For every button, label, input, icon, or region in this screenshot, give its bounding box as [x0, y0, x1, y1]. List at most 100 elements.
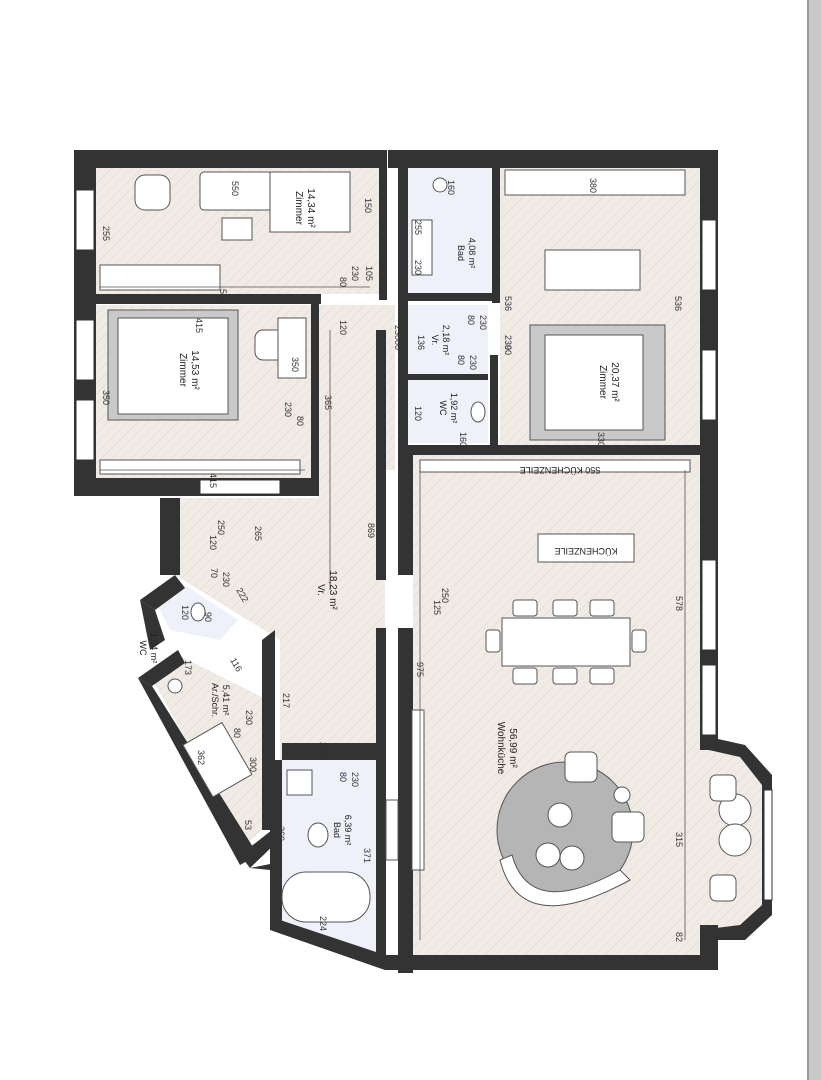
window-z1-a [75, 189, 95, 251]
wall-wohn-left-1 [398, 445, 413, 575]
wall-top-left [74, 150, 380, 168]
dim: 975 [415, 662, 425, 677]
coffee-table-a [547, 802, 573, 828]
dim: 415 [194, 318, 204, 333]
label-vr-small: Vr. 2,18 m² [430, 325, 451, 356]
chair-e [552, 667, 578, 685]
kuechenzeile-box-text: KÜCHENZEILE [554, 546, 617, 556]
dining-table [501, 617, 631, 667]
zimmer-2-name: Zimmer [177, 353, 188, 388]
washer [167, 678, 183, 694]
tub-bad1 [411, 219, 433, 276]
window-z2-a [75, 319, 95, 381]
wc-2-name: WC [138, 641, 148, 656]
wall-z1-z2 [96, 294, 321, 304]
chair-b [552, 599, 578, 617]
wc-2-area: 1,04 m² [149, 633, 159, 664]
armchair-a [564, 751, 598, 783]
dimension-lines [100, 286, 686, 940]
dim: 350 [101, 390, 111, 405]
chair-d [512, 667, 538, 685]
wall-bath-col-left [398, 150, 408, 450]
wall-bad2-left [270, 760, 282, 930]
floor-vr-small [408, 305, 488, 375]
dim: 70 [209, 568, 219, 578]
label-ar-schr: Ar./Schr. 5,41 m² [210, 683, 231, 717]
wall-bad1-bottom [408, 293, 498, 301]
label-wohnkueche: Wohnküche 56,99 m² [495, 722, 518, 775]
armchair-z1 [134, 174, 171, 211]
dim: 90 [203, 612, 213, 622]
wc-1-name: WC [438, 401, 448, 416]
wall-wc2-left [140, 600, 165, 650]
dim: 255 [413, 220, 423, 235]
toilet-bad2 [307, 822, 329, 848]
wohnkueche-name: Wohnküche [495, 722, 506, 775]
dim: 136 [416, 335, 426, 350]
bed-z3 [544, 334, 644, 431]
toilet-wc2 [190, 602, 206, 622]
sink-bad2 [385, 799, 399, 861]
bad-2-area: 6,39 m² [343, 815, 353, 846]
wall-bottom [385, 955, 718, 970]
dim: 80 [295, 416, 305, 426]
dim: 200 [318, 742, 328, 757]
dim: 265 [253, 526, 263, 541]
toilet-wc1 [470, 401, 486, 423]
dim: 365 [323, 395, 333, 410]
dim: 536 [503, 296, 513, 311]
wall-ar-right-upper [262, 630, 275, 760]
vr-small-area: 2,18 m² [441, 325, 451, 356]
dim: 160 [446, 180, 456, 195]
chair-c [589, 599, 615, 617]
wall-bad2-right [376, 760, 386, 960]
label-wc-1: WC 1,92 m² [438, 393, 459, 424]
dim: 230 [478, 315, 488, 330]
window-z3-b [701, 349, 717, 421]
sideboard-z1 [99, 264, 221, 291]
wardrobe-z3 [504, 169, 686, 196]
vr-main-area: 18,23 m² [327, 570, 338, 610]
dim: 230 [393, 325, 403, 340]
bay-chair-a [709, 774, 737, 802]
dim: 315 [674, 832, 684, 847]
zimmer-2-area: 14,53 m² [189, 350, 200, 390]
bathtub-bad2 [281, 871, 371, 923]
dim: 80 [338, 772, 348, 782]
window-wohn-b [701, 664, 717, 736]
sofa-z3 [544, 249, 641, 291]
bad-2-name: Bad [332, 822, 342, 838]
label-kuechenzeile-top: 550 KÜCHENZEILE [520, 465, 601, 475]
window-wohn-a [701, 559, 717, 651]
room-labels: Zimmer 14,34 m² Zimmer 14,53 m² Zimmer 2… [138, 188, 620, 845]
dim: 173 [183, 660, 193, 675]
dim: 300 [248, 757, 258, 772]
curved-sofa [499, 854, 631, 907]
dim: 80 [393, 340, 403, 350]
dim: 578 [674, 596, 684, 611]
dim: 90 [503, 345, 513, 355]
dim: 224 [318, 916, 328, 931]
desk-z2 [277, 317, 307, 379]
wc-1-area: 1,92 m² [449, 393, 459, 424]
dim: 380 [588, 178, 598, 193]
kuechenzeile-top-text: 550 KÜCHENZEILE [520, 465, 601, 475]
wall-z2-right [311, 294, 319, 496]
dim: 371 [362, 848, 372, 863]
wall-entry-left [160, 498, 180, 575]
dim: 160 [458, 432, 468, 447]
wardrobe-z2 [99, 459, 301, 475]
kitchen-counter [419, 459, 691, 473]
dim: 250 [216, 520, 226, 535]
sink-bad1 [432, 177, 448, 193]
zimmer-3-area: 20,37 m² [609, 362, 620, 402]
wall-wohn-left-2 [398, 628, 413, 973]
dim: 550 [218, 289, 228, 304]
bad-1-name: Bad [456, 245, 466, 261]
dim: 869 [366, 523, 376, 538]
coffee-table-b [535, 842, 561, 868]
chair-g [485, 629, 501, 653]
dim: 362 [196, 750, 206, 765]
wall-ar-top [138, 650, 185, 686]
dim: 269 [276, 826, 286, 841]
